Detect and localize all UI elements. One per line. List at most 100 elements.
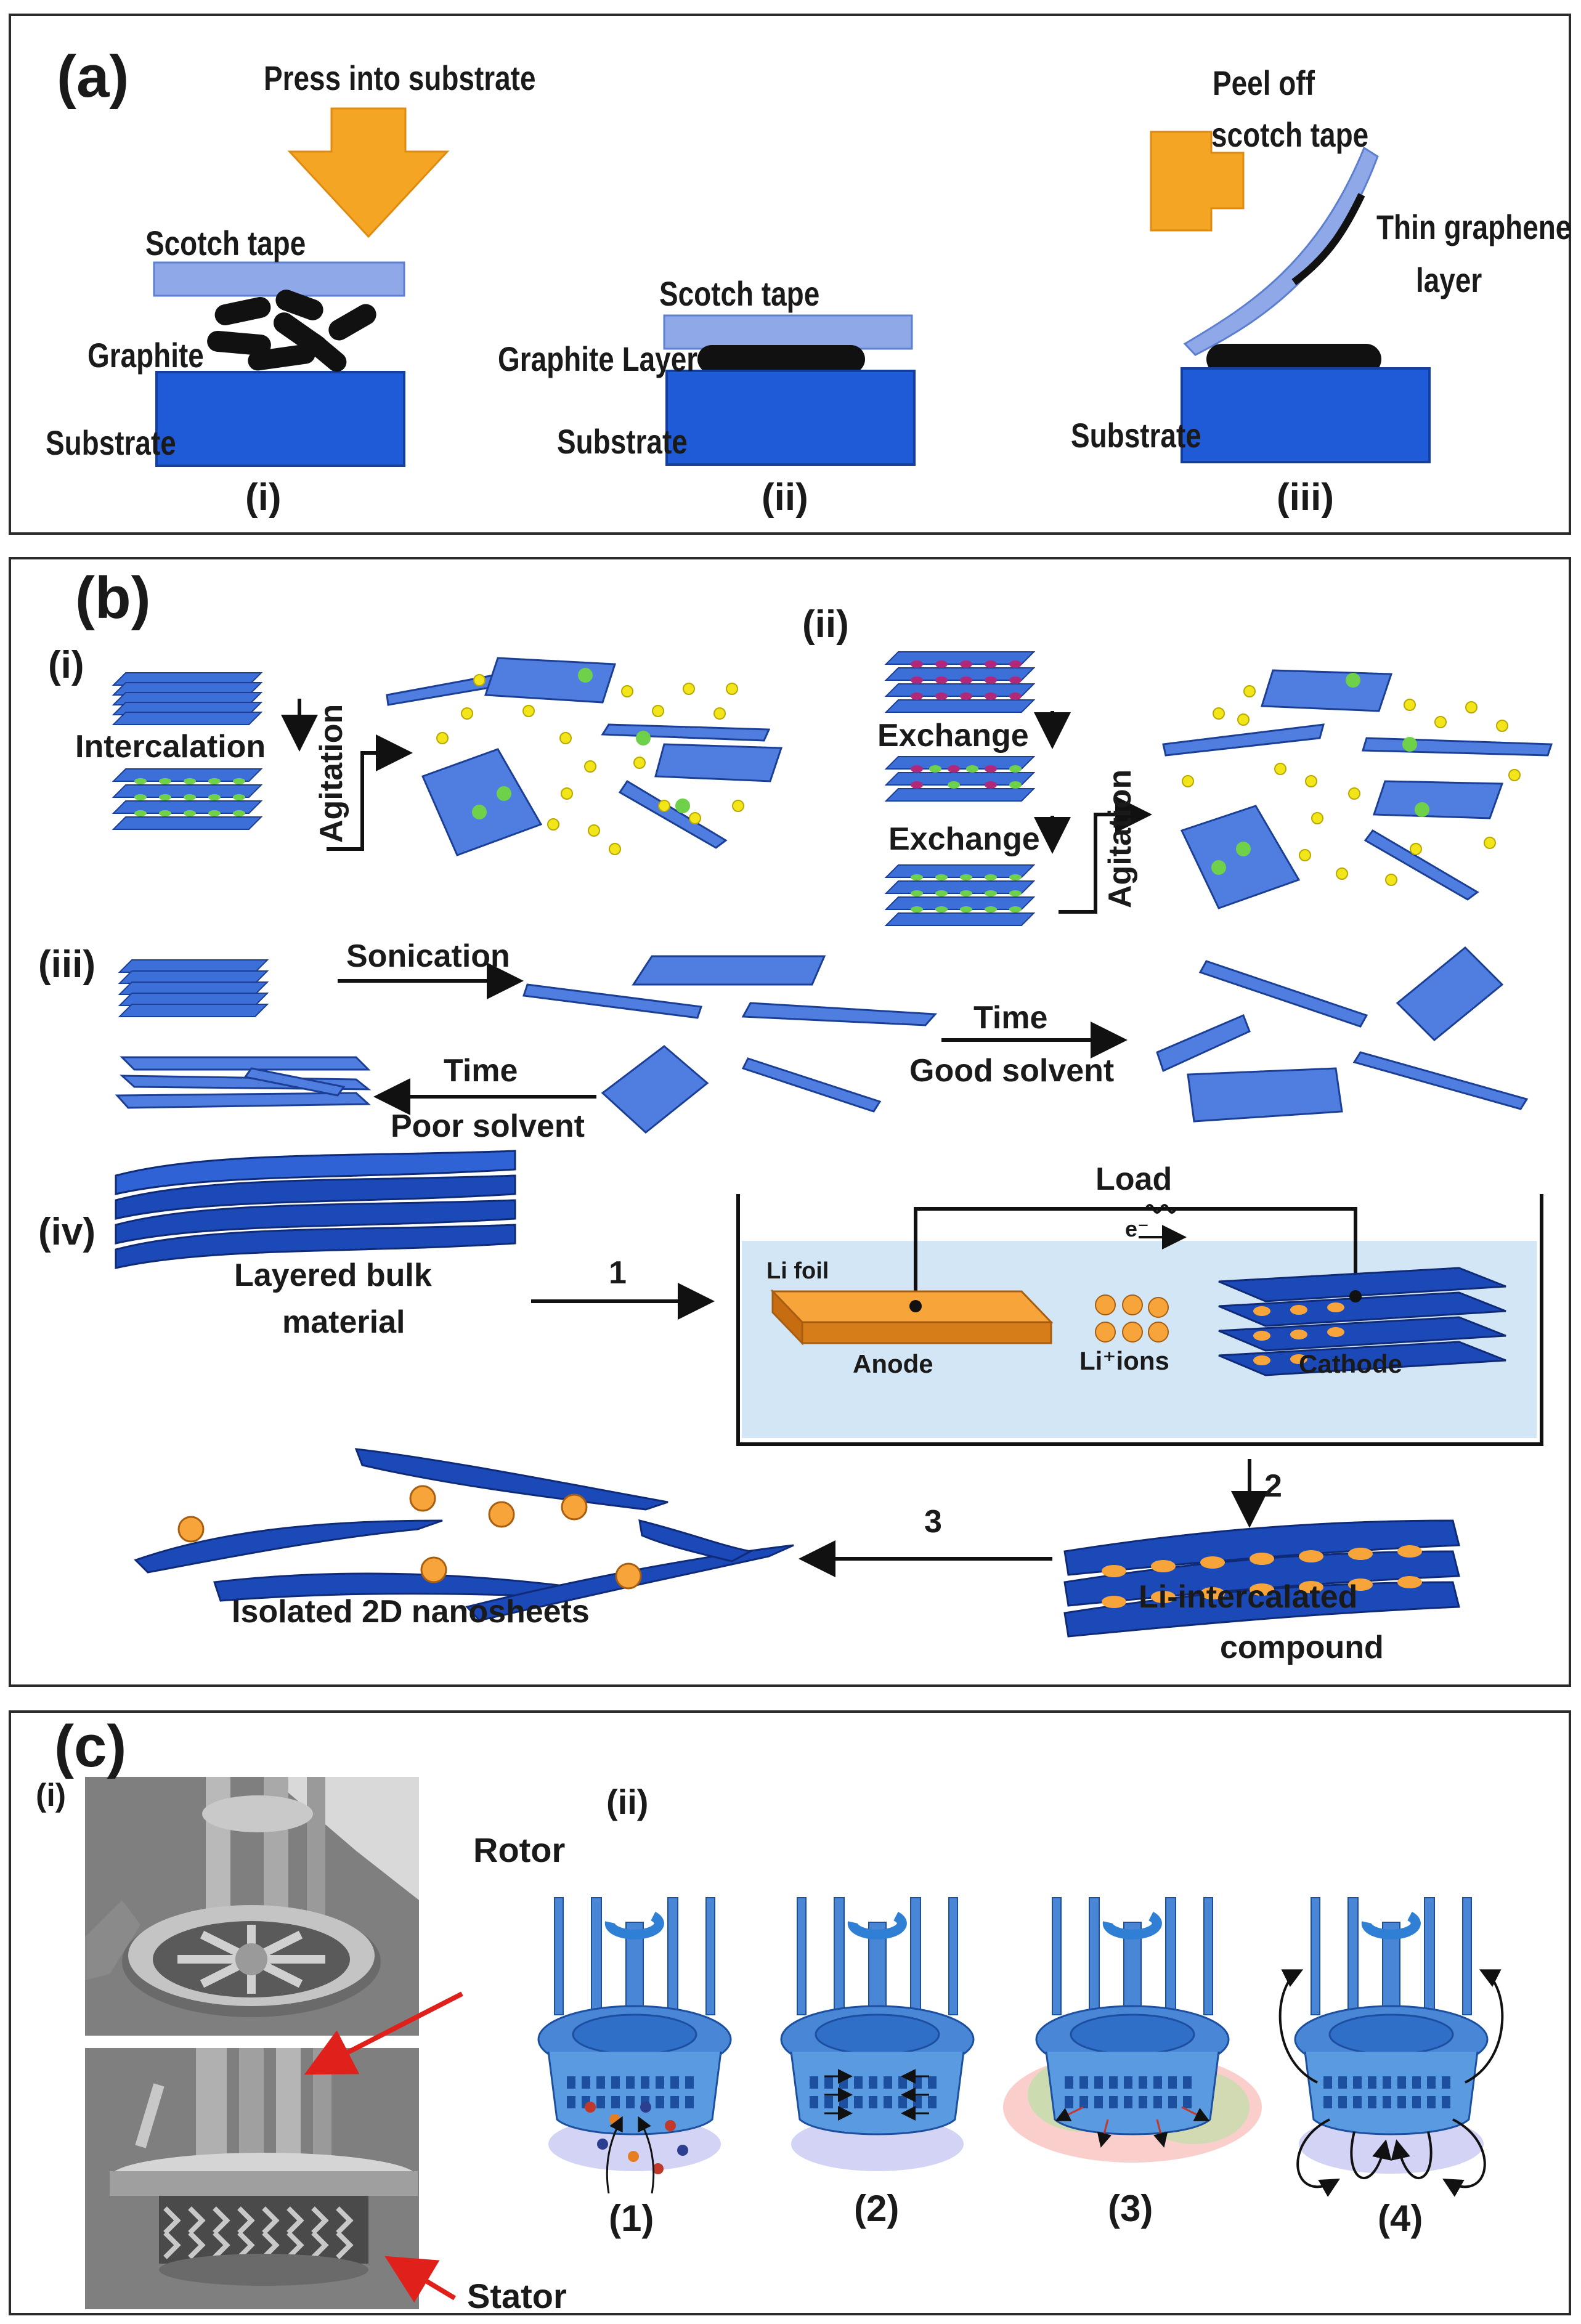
mixer-stage-1 bbox=[539, 1898, 731, 2134]
layered-bulk-label-2: material bbox=[282, 1304, 405, 1340]
stator-pointer bbox=[384, 2256, 457, 2303]
panel-a-label: (a) bbox=[57, 44, 129, 110]
panel-b-label: (b) bbox=[75, 565, 151, 631]
stack-i-top bbox=[113, 672, 262, 725]
poor-solvent-label: Poor solvent bbox=[391, 1108, 585, 1144]
caption-a-iii: (iii) bbox=[1277, 476, 1334, 519]
thin-graphene-label-1: Thin graphene bbox=[1376, 208, 1572, 246]
caption-c-i: (i) bbox=[36, 1778, 67, 1813]
step2-label: 2 bbox=[1264, 1468, 1282, 1504]
li-intercalated-label-2: compound bbox=[1220, 1630, 1384, 1665]
isolated-li-atoms bbox=[177, 1485, 642, 1590]
sheets-iii-right bbox=[1156, 946, 1529, 1123]
substrate-label-i: Substrate bbox=[46, 423, 176, 462]
electron-label: e⁻ bbox=[1125, 1216, 1150, 1241]
agitation-label-ii: Agitation bbox=[1102, 769, 1138, 908]
cathode-stack bbox=[1218, 1267, 1506, 1376]
flow-stage-3 bbox=[1055, 2106, 1210, 2148]
caption-b-iii: (iii) bbox=[38, 943, 96, 986]
graphite-label: Graphite bbox=[87, 336, 204, 375]
graphite-layer-ii bbox=[697, 345, 865, 373]
isolated-label: Isolated 2D nanosheets bbox=[232, 1594, 590, 1630]
panel-c-graphics bbox=[304, 1713, 1504, 2303]
stack-ii-bottom bbox=[885, 864, 1034, 926]
stack-i-bottom bbox=[113, 768, 262, 830]
press-label: Press into substrate bbox=[264, 59, 536, 97]
panel-a-graphics bbox=[153, 107, 1431, 467]
caption-b-i: (i) bbox=[48, 644, 84, 686]
peel-label-2: scotch tape bbox=[1211, 115, 1369, 154]
sheets-iii-mid bbox=[522, 955, 938, 1134]
mixer-stage-3 bbox=[1036, 1898, 1229, 2134]
graphite-flakes bbox=[207, 290, 376, 372]
load-wire bbox=[914, 1207, 1357, 1305]
particles-stage-1 bbox=[585, 2102, 688, 2194]
rotor-pointer bbox=[304, 1991, 463, 2075]
peel-arrow bbox=[1150, 131, 1245, 232]
caption-b-iv: (iv) bbox=[38, 1211, 96, 1253]
stator-label: Stator bbox=[467, 2277, 567, 2315]
stack-iii bbox=[119, 959, 268, 1017]
panel-c-label: (c) bbox=[54, 1713, 127, 1779]
flow-stage-4 bbox=[1278, 1969, 1504, 2197]
time-good-label: Time bbox=[973, 1000, 1048, 1036]
substrate-ii bbox=[665, 370, 916, 466]
scotch-tape-label-i: Scotch tape bbox=[145, 224, 306, 262]
li-ions-label: Li⁺ions bbox=[1079, 1346, 1169, 1375]
graphite-layer-iii bbox=[1206, 344, 1381, 375]
good-solvent-label: Good solvent bbox=[909, 1053, 1115, 1089]
ions-ii bbox=[1182, 685, 1521, 886]
sheets-i bbox=[386, 657, 783, 856]
scotch-tape-ii bbox=[663, 314, 913, 350]
press-arrow bbox=[287, 107, 450, 238]
exchange-label-1: Exchange bbox=[877, 718, 1029, 754]
step1-label: 1 bbox=[609, 1255, 627, 1291]
thin-graphene-label-2: layer bbox=[1416, 261, 1482, 299]
anode-label: Anode bbox=[853, 1349, 933, 1378]
scotch-tape-label-ii: Scotch tape bbox=[659, 274, 820, 313]
cell-walls bbox=[736, 1194, 1543, 1446]
aggregated-sheets bbox=[115, 1056, 372, 1109]
panel-a: (a) Press into substrate Scotch tape Gra… bbox=[9, 14, 1571, 535]
caption-a-i: (i) bbox=[245, 476, 282, 519]
load-label: Load bbox=[1095, 1161, 1173, 1197]
substrate-iii bbox=[1181, 367, 1431, 463]
stage-2-label: (2) bbox=[854, 2188, 900, 2229]
layered-bulk-label-1: Layered bulk bbox=[234, 1257, 432, 1293]
scotch-tape-i bbox=[153, 261, 405, 297]
mixer-stage-4 bbox=[1295, 1898, 1487, 2134]
agitation-arrow-ii bbox=[1059, 796, 1152, 914]
stage-3-label: (3) bbox=[1108, 2188, 1153, 2229]
peeled-tape bbox=[1183, 146, 1379, 356]
load-resistor bbox=[1145, 1204, 1177, 1214]
stack-ii-mid bbox=[885, 756, 1034, 802]
intercalation-label: Intercalation bbox=[75, 729, 266, 765]
panel-b-graphics bbox=[113, 651, 1553, 1638]
stator-photo bbox=[85, 2048, 419, 2309]
flow-stage-2 bbox=[824, 2069, 929, 2121]
exchange-label-2: Exchange bbox=[888, 821, 1040, 857]
substrate-i bbox=[155, 371, 405, 467]
substrate-label-iii: Substrate bbox=[1071, 416, 1201, 455]
thin-graphene-line bbox=[1291, 193, 1365, 285]
li-intercalated-stack bbox=[1063, 1519, 1460, 1638]
rotor-label: Rotor bbox=[473, 1830, 566, 1869]
stage-1-label: (1) bbox=[609, 2198, 654, 2239]
caption-b-ii: (ii) bbox=[802, 603, 849, 646]
stack-ii-top bbox=[885, 651, 1034, 713]
substrate-label-ii: Substrate bbox=[557, 422, 688, 461]
cathode-label: Cathode bbox=[1299, 1349, 1402, 1378]
li-ions-cell bbox=[1095, 1294, 1169, 1343]
caption-c-ii: (ii) bbox=[606, 1782, 649, 1821]
li-intercalated-label-1: Li-intercalated bbox=[1139, 1579, 1358, 1615]
agitation-label-i: Agitation bbox=[314, 704, 349, 843]
time-poor-label: Time bbox=[444, 1053, 518, 1089]
li-foil-label: Li foil bbox=[766, 1258, 829, 1284]
mixer-stage-2 bbox=[781, 1898, 973, 2134]
caption-a-ii: (ii) bbox=[762, 476, 808, 519]
layered-bulk bbox=[115, 1150, 516, 1269]
rotor-photo bbox=[85, 1777, 419, 2036]
step3-label: 3 bbox=[924, 1504, 942, 1540]
graphite-layer-label: Graphite Layer bbox=[498, 339, 698, 378]
agitation-arrow-i bbox=[327, 734, 413, 851]
